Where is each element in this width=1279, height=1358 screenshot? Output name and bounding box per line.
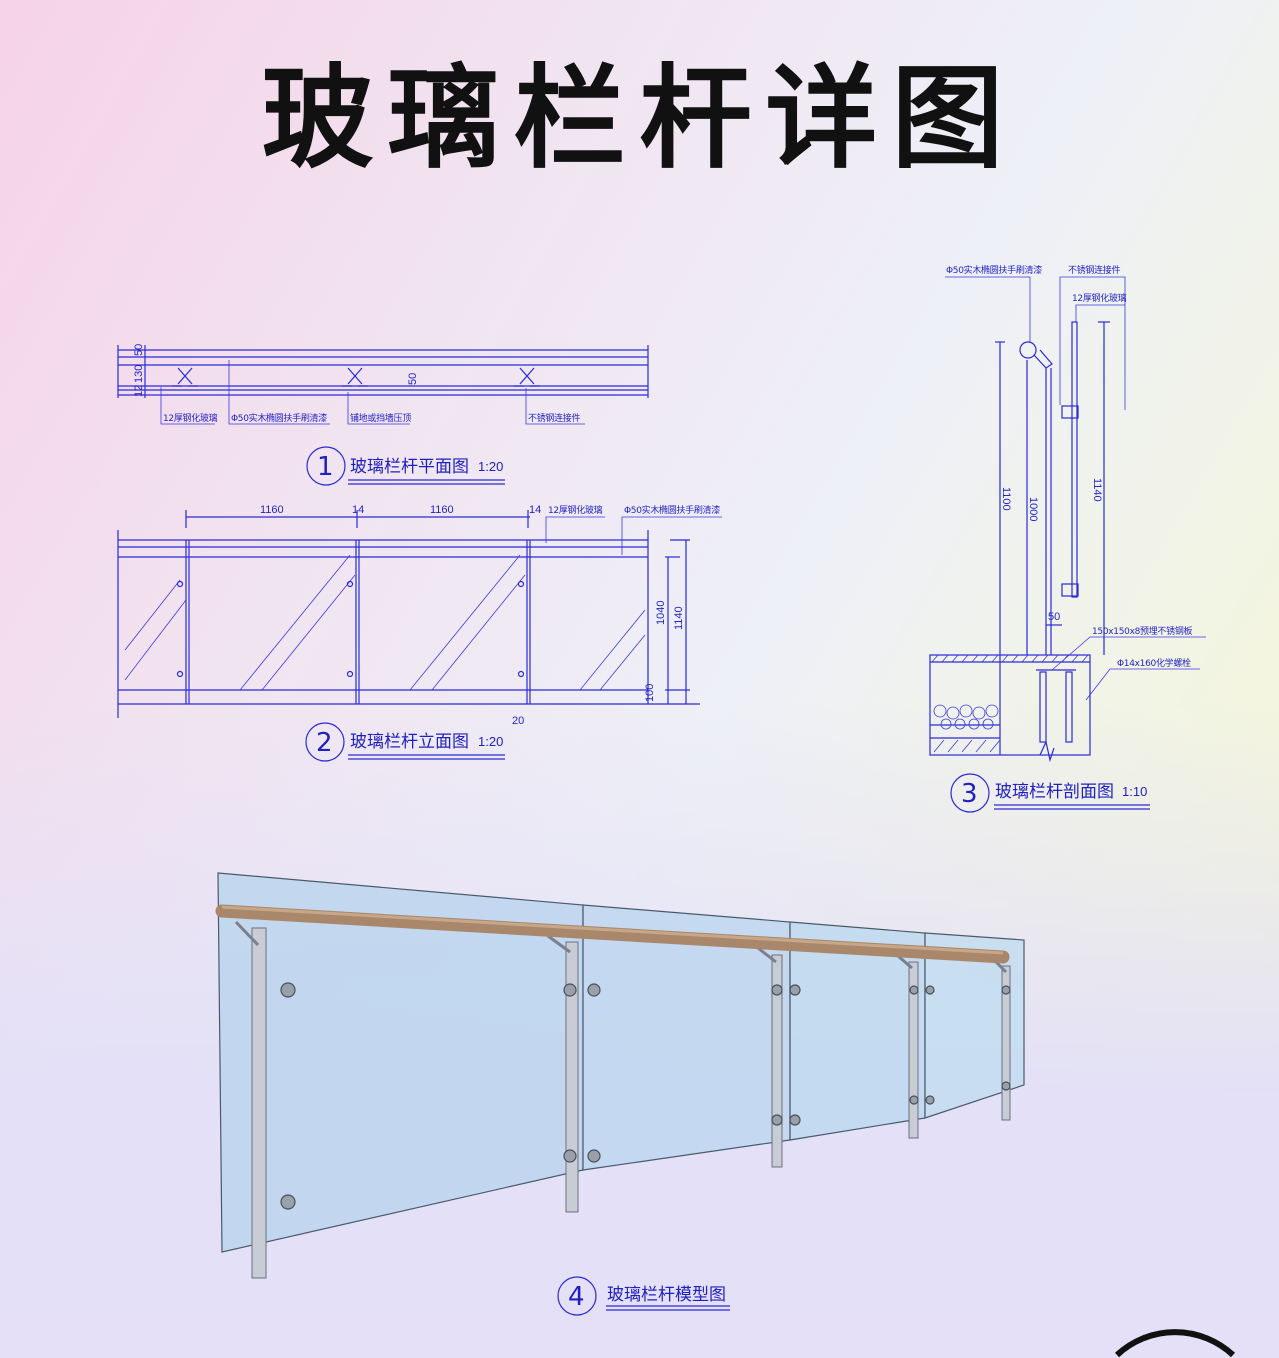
plan-view: 50 130 12 50 12厚钢化玻璃 Φ50实木椭圆扶手刷清漆 铺地或挡墙压… — [117, 344, 649, 486]
gravel-pattern — [931, 654, 1089, 753]
dim: 1040 — [655, 601, 667, 625]
label: 12厚钢化玻璃 — [163, 412, 218, 424]
dim: 20 — [512, 715, 524, 727]
decorative-circle — [1114, 1329, 1236, 1358]
elevation-view: 1160 14 1160 14 12厚钢化玻璃 Φ50实木椭圆扶手刷清漆 104… — [117, 504, 722, 762]
dim: 50 — [407, 373, 419, 385]
label: 铺地或挡墙压顶 — [350, 412, 411, 424]
clamp-icons — [280, 982, 1011, 1210]
label: 12厚钢化玻璃 — [1072, 292, 1127, 304]
label: 12厚钢化玻璃 — [548, 504, 603, 516]
label: 不锈钢连接件 — [1068, 264, 1121, 276]
scale: 1:20 — [478, 734, 503, 749]
caption-number: 2 — [316, 728, 333, 758]
dim: 50 — [133, 344, 145, 356]
dim: 100 — [644, 684, 656, 702]
caption: 玻璃栏杆平面图 — [350, 457, 469, 477]
dim: 14 — [529, 504, 541, 516]
dim: 130 — [133, 365, 145, 383]
label: Φ14x160化学螺栓 — [1117, 657, 1191, 669]
section-view: Φ50实木椭圆扶手刷清漆 不锈钢连接件 12厚钢化玻璃 150x150x8预埋不… — [929, 264, 1206, 813]
scale: 1:20 — [478, 459, 503, 474]
dim: 1140 — [1091, 478, 1103, 502]
dim: 1100 — [1000, 487, 1012, 511]
bracket-icons — [172, 367, 540, 387]
glass-panels — [217, 872, 1025, 1253]
caption-number: 1 — [317, 452, 334, 482]
label: Φ50实木椭圆扶手刷清漆 — [231, 412, 327, 424]
dim: 50 — [1048, 611, 1060, 623]
dim: 1000 — [1027, 497, 1039, 521]
dim: 14 — [352, 504, 364, 516]
glass-reflection-lines — [124, 554, 646, 691]
caption: 玻璃栏杆剖面图 — [995, 782, 1114, 802]
bracket-arms — [234, 920, 1008, 974]
caption-number: 4 — [568, 1282, 585, 1312]
scale: 1:10 — [1122, 784, 1147, 799]
dim: 1140 — [673, 606, 685, 630]
dim: 12 — [133, 385, 145, 397]
caption: 玻璃栏杆立面图 — [350, 732, 469, 752]
model-view: 4 玻璃栏杆模型图 — [215, 872, 1025, 1316]
clamp-icons — [176, 580, 525, 678]
label: 150x150x8预埋不锈钢板 — [1092, 625, 1193, 637]
dim: 1160 — [260, 504, 284, 516]
handrail — [215, 904, 1010, 964]
label: Φ50实木椭圆扶手刷清漆 — [946, 264, 1042, 276]
label: 不锈钢连接件 — [528, 412, 581, 424]
label: Φ50实木椭圆扶手刷清漆 — [624, 504, 720, 516]
posts — [251, 927, 1011, 1279]
caption: 玻璃栏杆模型图 — [607, 1285, 726, 1305]
page-title: 玻璃栏杆详图 — [261, 54, 1018, 184]
caption-number: 3 — [961, 779, 978, 809]
dim: 1160 — [430, 504, 454, 516]
